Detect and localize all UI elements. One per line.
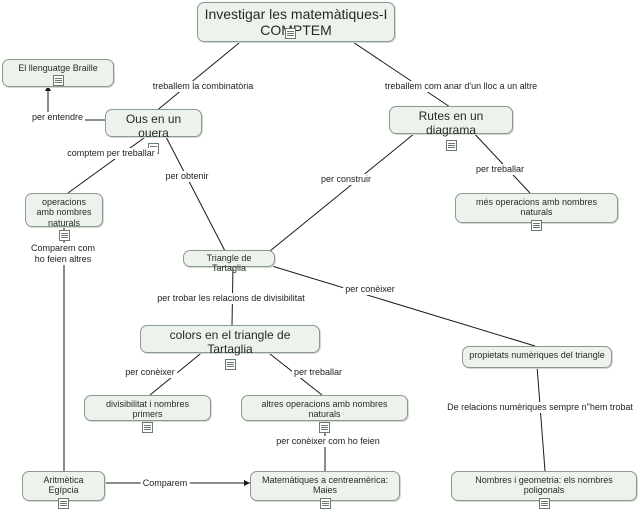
concept-ous-label: Ous en un ouera xyxy=(125,112,182,140)
concept-operacions-label: operacions amb nombres naturals xyxy=(36,197,92,228)
link-label-coneixer-div: per conèixer xyxy=(123,367,177,378)
link-label-obtenir: per obtenir xyxy=(163,171,211,182)
concept-poligonals-label: Nombres i geometria: els nombres poligon… xyxy=(475,475,613,496)
note-icon[interactable] xyxy=(319,421,330,433)
concept-colors-label: colors en el triangle de Tartaglia xyxy=(169,328,291,356)
note-icon[interactable] xyxy=(538,497,550,509)
concept-aritmetica[interactable]: Aritmètica Egípcia xyxy=(22,471,105,509)
concept-mes-operacions[interactable]: més operacions amb nombres naturals xyxy=(455,193,618,231)
concept-maies[interactable]: Matemàtiques a centreamèrica: Maies xyxy=(250,471,400,509)
concept-altres[interactable]: altres operacions amb nombres naturals xyxy=(241,395,408,433)
concept-operacions[interactable]: operacions amb nombres naturals xyxy=(25,193,103,242)
note-icon[interactable] xyxy=(285,28,296,39)
link-label-entendre: per entendre xyxy=(30,112,86,123)
link-label-combinatoria: treballem la combinatòria xyxy=(150,81,256,92)
link-label-trobar: per trobar les relacions de divisibilita… xyxy=(155,293,307,304)
link-label-comptem: comptem per treballar xyxy=(65,148,157,159)
note-icon[interactable] xyxy=(445,139,457,151)
concept-divisibilitat-label: divisibilitat i nombres primers xyxy=(105,399,190,420)
link-label-treballar-altres: per treballar xyxy=(291,367,345,378)
concept-colors[interactable]: colors en el triangle de Tartaglia xyxy=(140,325,320,370)
link-label-comparem-com: Comparem com ho feien altres xyxy=(28,243,98,265)
concept-rutes-label: Rutes en un diagrama xyxy=(418,109,484,137)
link-label-coneixer-prop: per conèixer xyxy=(343,284,397,295)
link-label-coneixer-com: per conèixer com ho feien xyxy=(274,436,382,447)
concept-triangle[interactable]: Triangle de Tartaglia xyxy=(183,250,275,273)
concept-braille-label: El llenguatge Braille xyxy=(18,63,98,73)
concept-aritmetica-label: Aritmètica Egípcia xyxy=(43,475,84,496)
note-icon[interactable] xyxy=(319,497,331,509)
link-label-anar: treballem com anar d'un lloc a un altre xyxy=(382,81,540,92)
note-icon[interactable] xyxy=(58,497,69,509)
link-label-relacions: De relacions numèriques sempre n"hem tro… xyxy=(445,402,635,413)
note-icon[interactable] xyxy=(142,421,153,433)
concept-propietats-label: propietats numèriques del triangle xyxy=(469,350,605,360)
concept-root-label: Investigar les matemàtiques-I COMPTEM xyxy=(204,6,388,39)
concept-divisibilitat[interactable]: divisibilitat i nombres primers xyxy=(84,395,211,433)
concept-maies-label: Matemàtiques a centreamèrica: Maies xyxy=(261,475,389,496)
concept-poligonals[interactable]: Nombres i geometria: els nombres poligon… xyxy=(451,471,637,509)
concept-rutes[interactable]: Rutes en un diagrama xyxy=(389,106,513,151)
concept-mes-operacions-label: més operacions amb nombres naturals xyxy=(475,197,598,218)
concept-ous[interactable]: Ous en un ouera xyxy=(105,109,202,154)
concept-altres-label: altres operacions amb nombres naturals xyxy=(261,399,388,420)
link-label-treballar-rutes: per treballar xyxy=(473,164,527,175)
link-label-construir: per construir xyxy=(318,174,374,185)
note-icon[interactable] xyxy=(224,358,236,370)
note-icon[interactable] xyxy=(58,230,70,242)
concept-braille[interactable]: El llenguatge Braille xyxy=(2,59,114,87)
concept-root[interactable]: Investigar les matemàtiques-I COMPTEM xyxy=(197,2,395,42)
link-label-comparem: Comparem xyxy=(140,478,190,489)
note-icon[interactable] xyxy=(531,219,542,231)
concept-propietats[interactable]: propietats numèriques del triangle xyxy=(462,346,612,368)
concept-triangle-label: Triangle de Tartaglia xyxy=(206,253,252,274)
note-icon[interactable] xyxy=(52,75,64,87)
